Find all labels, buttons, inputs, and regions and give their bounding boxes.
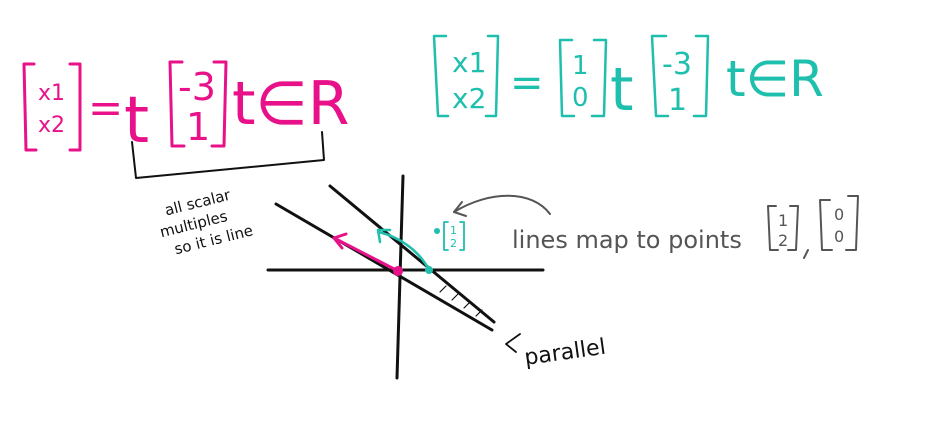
pink-tail: t∈R [232,69,349,139]
teal-shift-arrow [376,230,430,270]
teal-vector-top: -3 [662,47,692,82]
pink-x1: x1 [38,81,65,106]
line-through-origin [274,202,494,332]
pink-equals: = [88,83,123,132]
teal-small-right-bracket [459,221,465,251]
pink-vector-top: -3 [178,65,216,109]
pink-equation: x1 x2 = t -3 1 t∈R [22,60,349,158]
pink-left-bracket [22,62,38,152]
teal-vector-left-bracket [650,34,670,118]
teal-x1: x1 [452,46,486,79]
teal-point-right-bracket [590,38,608,118]
teal-point-top: 1 [572,51,589,81]
pink-vector-right-bracket [210,60,228,148]
pink-vector-bottom: 1 [186,105,210,149]
teal-small-bottom: 2 [450,237,457,250]
underbrace [131,131,325,179]
gray-arrowhead [453,201,467,217]
teal-vector-right-bracket [692,34,710,118]
teal-vector-bottom: 1 [668,83,687,118]
teal-equals: = [510,60,544,106]
parallel-label: parallel [523,335,608,371]
shifted-line [328,184,496,324]
teal-x2: x2 [452,82,486,115]
point-a-top: 1 [778,211,788,230]
teal-small-top: 1 [450,224,457,237]
parallel-pointer [505,333,521,353]
hatch-marks [439,285,483,317]
point-b-left-bracket [819,199,833,251]
pink-x2: x2 [38,113,65,138]
pink-right-bracket [68,62,82,152]
teal-point-left-bracket [558,38,576,118]
point-a-bottom: 2 [778,231,788,250]
scalar-note: all scalar multiples so it is line [158,186,255,259]
pink-direction-arrow [332,236,400,273]
teal-point-dot [434,228,440,234]
point-a-right-bracket [787,205,799,251]
point-comma [803,249,809,259]
teal-point-bottom: 0 [572,83,589,113]
teal-small-left-bracket [443,221,449,251]
map-note-text: lines map to points [512,226,742,254]
teal-equation: x1 x2 = 1 0 t -3 1 t∈R [432,34,824,125]
teal-arrowhead [376,228,392,244]
teal-tail: t∈R [726,50,824,108]
pink-arrowhead [332,232,348,250]
point-b-top: 0 [834,205,844,224]
origin-dot [393,266,403,276]
teal-base-dot [425,266,433,274]
teal-t: t [610,55,634,125]
teal-left-bracket [432,34,450,118]
teal-right-bracket [484,34,500,118]
point-a-left-bracket [767,205,779,251]
pink-vector-left-bracket [168,60,186,148]
pink-t: t [124,84,149,158]
point-b-right-bracket [845,195,859,251]
point-b-bottom: 0 [834,227,844,246]
gray-curved-arrow [453,194,551,215]
